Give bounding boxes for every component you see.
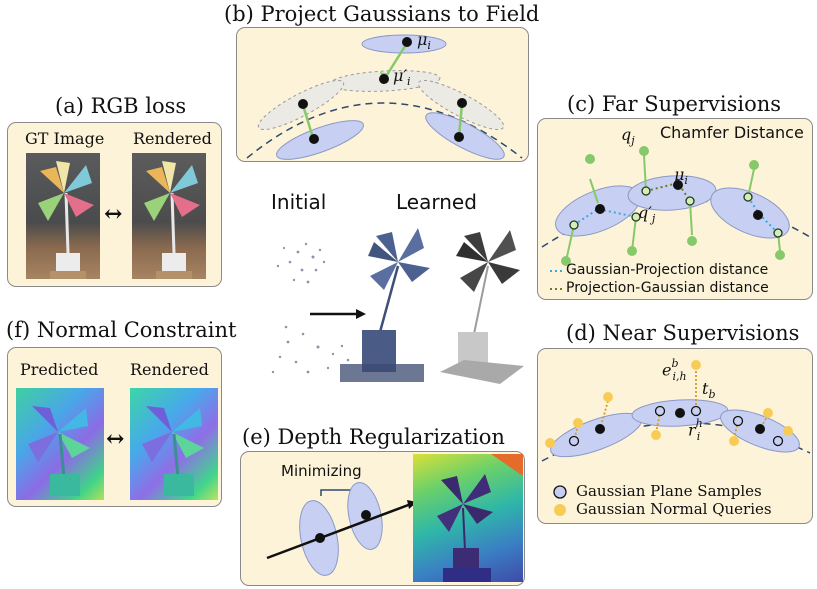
panel-b-title: (b) Project Gaussians to Field bbox=[224, 2, 540, 26]
rendered-label: Rendered bbox=[133, 129, 212, 148]
panel-c-title: (c) Far Supervisions bbox=[567, 92, 782, 116]
rendered-normal-label: Rendered bbox=[130, 360, 209, 379]
depth-diagram bbox=[266, 482, 417, 576]
minimizing-label: Minimizing bbox=[281, 462, 362, 480]
rendered-normal-map bbox=[130, 388, 218, 500]
q-prime-label: q′j bbox=[638, 203, 656, 226]
gt-image-label: GT Image bbox=[25, 129, 105, 148]
initial-point-cloud-icon bbox=[271, 242, 350, 374]
pinwheel-render-icon bbox=[144, 161, 200, 279]
depth-map bbox=[413, 454, 523, 582]
panel-project-gaussians: μi μ′i bbox=[236, 27, 529, 162]
rendered-image bbox=[132, 153, 206, 279]
initial-label: Initial bbox=[271, 190, 327, 214]
panel-d-title: (d) Near Supervisions bbox=[566, 321, 800, 345]
e-label: ebi,h bbox=[662, 357, 687, 383]
panel-f-title: (f) Normal Constraint bbox=[6, 318, 237, 342]
legend-normal-queries: Gaussian Normal Queries bbox=[576, 500, 772, 518]
panel-far-supervisions: Chamfer Distance bbox=[537, 118, 813, 300]
normal-compare-arrow: ↔ bbox=[106, 426, 125, 452]
learned-gaussians-icon bbox=[340, 228, 430, 382]
panel-normal-constraint: Predicted Rendered ↔ bbox=[7, 347, 222, 507]
mu-prime-label: μ′i bbox=[393, 66, 411, 89]
chamfer-distance-label: Chamfer Distance bbox=[660, 123, 804, 142]
r-label: rhi bbox=[688, 417, 703, 443]
far-supervision-diagram bbox=[541, 146, 811, 290]
reconstruction-figure bbox=[271, 228, 524, 384]
predicted-normal-map bbox=[16, 388, 104, 500]
panel-e-title: (e) Depth Regularization bbox=[242, 425, 505, 449]
normal-pinwheel-render-icon bbox=[142, 406, 204, 496]
projection-diagram bbox=[246, 34, 523, 160]
q-j-label: qj bbox=[621, 125, 635, 148]
legend-projection-gaussian: Projection-Gaussian distance bbox=[566, 280, 769, 296]
panel-rgb-loss: GT Image Rendered ↔ bbox=[7, 122, 222, 287]
rgb-compare-arrow: ↔ bbox=[104, 201, 123, 227]
predicted-label: Predicted bbox=[20, 360, 99, 379]
pinwheel-photo-icon bbox=[38, 161, 94, 279]
panel-a-title: (a) RGB loss bbox=[55, 94, 187, 118]
mu-i-label: μi bbox=[674, 165, 688, 188]
normal-pinwheel-icon bbox=[28, 406, 90, 496]
t-label: tb bbox=[702, 379, 716, 402]
near-supervision-diagram bbox=[541, 360, 811, 516]
legend-gaussian-projection: Gaussian-Projection distance bbox=[566, 262, 769, 278]
panel-near-supervisions: ebi,h tb rhi Gaussian Plane Samples Gaus… bbox=[537, 348, 813, 524]
legend-plane-samples: Gaussian Plane Samples bbox=[576, 482, 762, 500]
learned-mesh-icon bbox=[440, 230, 524, 384]
depth-pinwheel-icon bbox=[437, 454, 523, 582]
panel-depth-regularization: Minimizing bbox=[240, 451, 525, 586]
gt-image bbox=[26, 153, 100, 279]
mu-label: μi bbox=[417, 30, 431, 53]
learned-label: Learned bbox=[396, 190, 477, 214]
